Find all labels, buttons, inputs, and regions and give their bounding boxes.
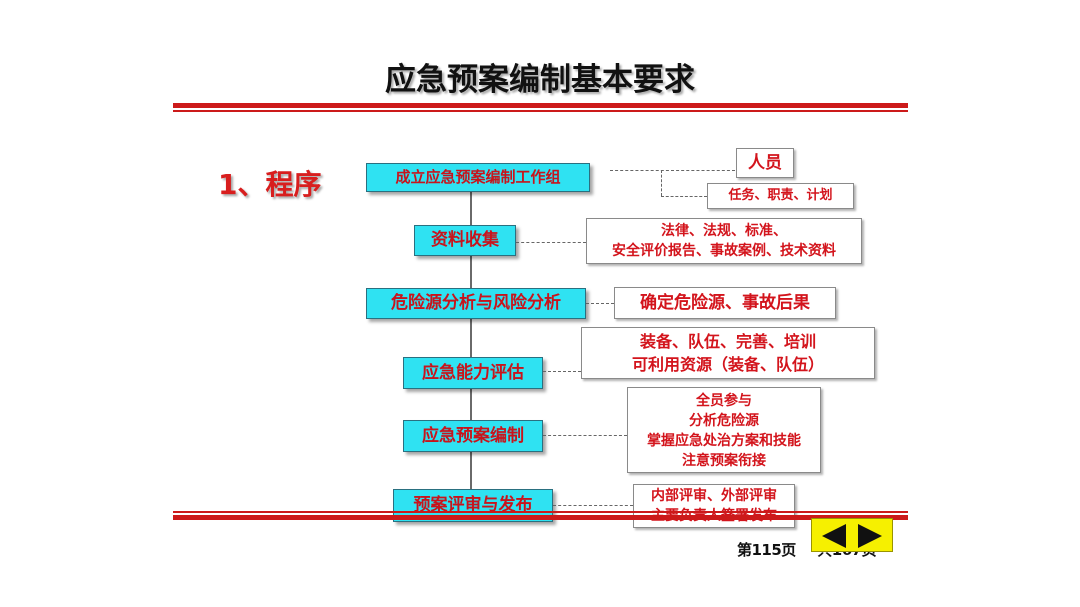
note-compile-line-4: 注意预案衔接 (682, 453, 766, 469)
note-review-line-1: 内部评审、外部评审 (651, 488, 777, 504)
note-compile: 全员参与 分析危险源 掌握应急处治方案和技能 注意预案衔接 (627, 387, 821, 473)
note-materials: 法律、法规、标准、 安全评价报告、事故案例、技术资料 (586, 218, 862, 264)
connector-materials (516, 242, 586, 243)
connector-compile (543, 435, 627, 436)
flow-spine (470, 192, 472, 509)
triangle-left-icon[interactable] (822, 524, 846, 548)
note-review: 内部评审、外部评审 主要负责人签署发布 (633, 484, 795, 528)
note-capability-line-2: 可利用资源（装备、队伍） (631, 355, 824, 374)
bottom-rule-thin (173, 511, 908, 513)
step-capability-assessment: 应急能力评估 (403, 357, 543, 389)
note-personnel: 人员 (736, 148, 794, 178)
top-rule-thick (173, 103, 908, 108)
note-hazards: 确定危险源、事故后果 (614, 287, 836, 319)
section-heading: 1、程序 (218, 168, 322, 201)
step-form-team: 成立应急预案编制工作组 (366, 163, 590, 192)
note-duties: 任务、职责、计划 (707, 183, 854, 209)
note-compile-line-2: 分析危险源 (689, 413, 759, 429)
note-materials-line-2: 安全评价报告、事故案例、技术资料 (612, 243, 836, 259)
note-capability-line-1: 装备、队伍、完善、培训 (639, 332, 816, 351)
slide-title: 应急预案编制基本要求 (385, 62, 695, 98)
page-current: 第115页 (737, 541, 796, 559)
step-compile-plan: 应急预案编制 (403, 420, 543, 452)
bottom-rule-thick (173, 515, 908, 520)
connector-review (553, 505, 633, 506)
triangle-right-icon[interactable] (858, 524, 882, 548)
note-compile-line-3: 掌握应急处治方案和技能 (647, 433, 801, 449)
note-compile-line-1: 全员参与 (696, 393, 752, 409)
step-collect-materials: 资料收集 (414, 225, 516, 256)
top-rule-thin (173, 110, 908, 112)
connector-team-duties (661, 196, 707, 197)
step-hazard-analysis: 危险源分析与风险分析 (366, 288, 586, 319)
page-nav (811, 518, 893, 552)
connector-capability (543, 371, 581, 372)
connector-team-branch (661, 170, 662, 196)
note-materials-line-1: 法律、法规、标准、 (661, 223, 787, 239)
connector-hazards (586, 303, 614, 304)
note-capability: 装备、队伍、完善、培训 可利用资源（装备、队伍） (581, 327, 875, 379)
connector-team (610, 170, 735, 171)
